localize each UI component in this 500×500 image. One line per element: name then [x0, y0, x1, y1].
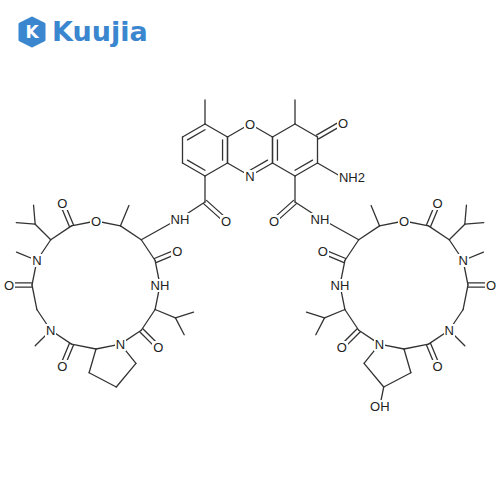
- atom-label: N: [457, 254, 468, 267]
- atom-label: N: [115, 338, 126, 351]
- atom-label: O: [244, 118, 256, 131]
- atom-label: NH: [310, 213, 331, 226]
- atom-label: NH: [150, 279, 171, 292]
- bond-line: [51, 226, 72, 240]
- atom-label: O: [268, 215, 280, 228]
- bond-line: [183, 163, 206, 176]
- bond-line: [34, 205, 36, 224]
- bond-line: [316, 122, 339, 135]
- bond-line: [359, 226, 380, 240]
- bond-line: [187, 130, 205, 140]
- bond-line: [316, 318, 325, 335]
- bond-line: [371, 206, 379, 226]
- bond-line: [294, 100, 295, 124]
- atom-label: O: [432, 197, 444, 210]
- bond-line: [325, 309, 345, 317]
- bond-line: [404, 344, 428, 349]
- atom-label: N: [31, 254, 42, 267]
- bond-line: [141, 240, 155, 261]
- bond-line: [204, 176, 205, 202]
- bond-line: [345, 309, 359, 330]
- bond-line: [306, 312, 324, 318]
- bond-line: [273, 124, 296, 137]
- bond-line: [141, 309, 155, 330]
- bond-line: [204, 100, 205, 124]
- bond-line: [89, 349, 96, 373]
- bond-line: [32, 285, 37, 309]
- bond-line: [182, 137, 183, 163]
- logo-text: Kuujia: [52, 17, 148, 47]
- bond-line: [205, 163, 228, 176]
- atom-label: O: [152, 341, 164, 354]
- bond-line: [318, 163, 341, 176]
- bond-line: [272, 137, 273, 163]
- bond-line: [295, 124, 318, 137]
- atom-label: O: [398, 215, 410, 228]
- bond-line: [72, 344, 96, 349]
- bond-line: [345, 240, 359, 261]
- bond-line: [89, 373, 116, 387]
- atom-label: O: [337, 117, 349, 130]
- atom-label: N: [374, 338, 385, 351]
- atom-label: O: [90, 215, 102, 228]
- atom-label: NH: [170, 213, 191, 226]
- atom-label: O: [3, 279, 15, 292]
- bond-line: [317, 137, 318, 163]
- bond-line: [35, 224, 51, 240]
- atom-label: O: [485, 279, 497, 292]
- bond-line: [465, 205, 467, 224]
- bond-line: [384, 373, 411, 387]
- bond-line: [295, 160, 313, 170]
- atom-label: O: [336, 341, 348, 354]
- atom-label: NH2: [338, 171, 366, 184]
- atom-label: O: [171, 245, 183, 258]
- bond-line: [449, 224, 465, 240]
- atom-label: N: [45, 324, 56, 337]
- atom-label: O: [432, 360, 444, 373]
- logo-letter: K: [25, 23, 38, 41]
- bond-line: [16, 223, 35, 225]
- bond-line: [120, 206, 128, 226]
- bond-line: [277, 140, 278, 160]
- bond-line: [205, 124, 228, 137]
- bond-line: [183, 124, 206, 137]
- bond-line: [227, 137, 228, 163]
- bond-line: [294, 176, 295, 202]
- bond-line: [120, 226, 141, 240]
- atom-label: O: [56, 197, 68, 210]
- bond-line: [222, 140, 223, 160]
- bond-line: [295, 163, 318, 176]
- bond-line: [364, 363, 384, 387]
- bond-line: [272, 137, 273, 163]
- bond-line: [155, 309, 175, 317]
- bond-line: [227, 137, 228, 163]
- bond-line: [428, 226, 449, 240]
- bond-line: [404, 349, 411, 373]
- bond-line: [187, 160, 205, 170]
- bond-line: [175, 312, 193, 318]
- atom-label: O: [220, 215, 232, 228]
- bond-line: [175, 318, 184, 335]
- atom-label: OH: [369, 400, 391, 413]
- bond-line: [463, 285, 468, 309]
- atom-label: NH: [330, 279, 351, 292]
- bond-line: [273, 163, 296, 176]
- bond-line: [465, 223, 484, 225]
- atom-label: N: [244, 170, 255, 183]
- bond-line: [277, 204, 296, 221]
- bond-line: [116, 363, 136, 387]
- logo-hexagon: [20, 18, 44, 46]
- atom-label: O: [56, 360, 68, 373]
- atom-label: O: [317, 245, 329, 258]
- atom-label: N: [444, 324, 455, 337]
